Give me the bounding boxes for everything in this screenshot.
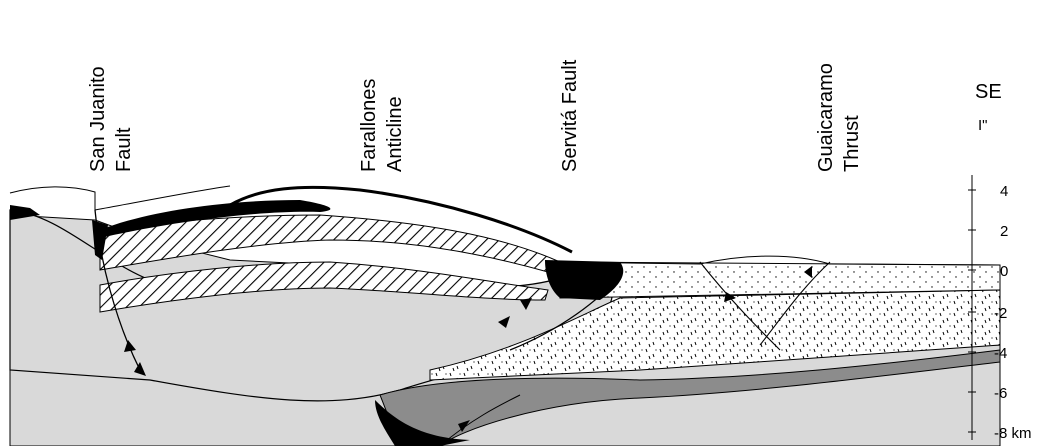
depth-tick-label: 4 — [1000, 183, 1008, 200]
depth-tick-label: 2 — [1000, 223, 1008, 240]
label-anticline: Anticline — [384, 96, 406, 172]
topo-line — [10, 186, 230, 210]
label-guaicaramo: Guaicaramo — [815, 63, 837, 172]
depth-tick-label: -6 — [994, 385, 1007, 402]
label-fault: Fault — [113, 127, 135, 172]
orientation-mark: I" — [978, 117, 988, 134]
label-servita-fault: Servitá Fault — [559, 59, 581, 172]
label-thrust: Thrust — [841, 115, 863, 172]
depth-tick-label: -4 — [994, 345, 1007, 362]
label-farallones: Farallones — [358, 79, 380, 172]
depth-tick-label: -8 km — [994, 425, 1032, 442]
label-san-juanito: San Juanito — [87, 66, 109, 172]
depth-tick-label: -2 — [994, 305, 1007, 322]
depth-tick-label: 0 — [1000, 263, 1008, 280]
orientation-label: SE — [975, 81, 1002, 103]
